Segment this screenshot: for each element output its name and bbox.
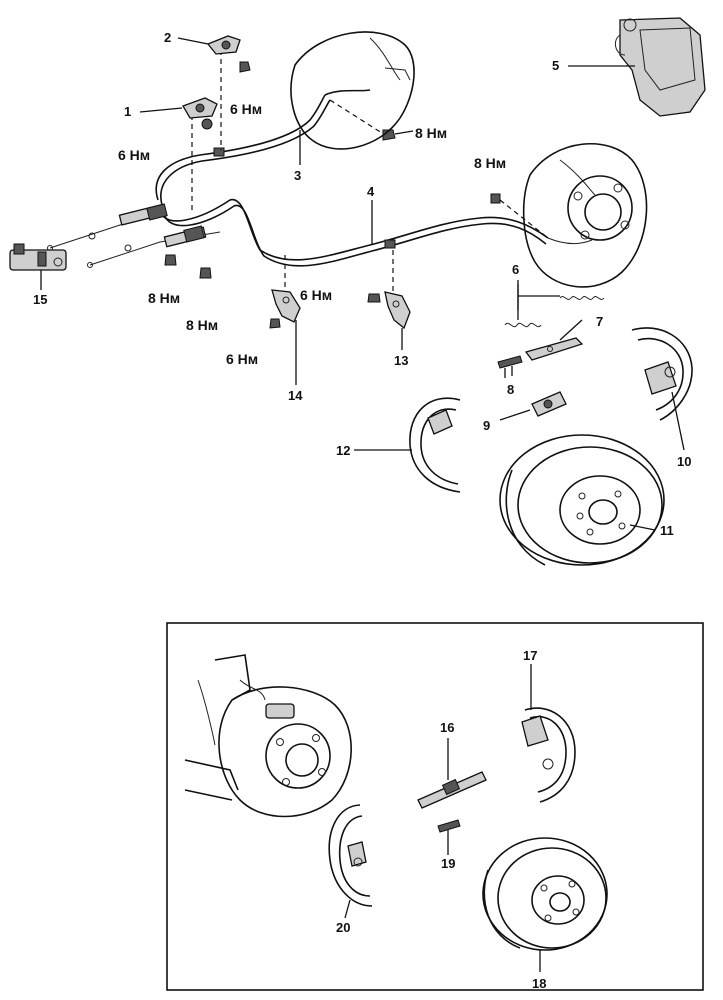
torque-label: 6 Нм xyxy=(300,287,332,303)
torque-labels: 6 Нм 6 Нм 8 Нм 8 Нм 8 Нм 8 Нм 6 Нм 6 Нм xyxy=(118,101,506,367)
assembly-dashed-lines xyxy=(191,50,549,295)
callout-11: 11 xyxy=(660,523,674,538)
callout-10: 10 xyxy=(677,454,691,469)
callout-8: 8 xyxy=(507,382,514,397)
torque-label: 6 Нм xyxy=(226,351,258,367)
callout-14: 14 xyxy=(288,388,303,403)
part-2-clamp xyxy=(206,35,241,55)
leader-lines xyxy=(40,37,685,972)
callout-5: 5 xyxy=(552,58,559,73)
part-10-brake-shoe xyxy=(631,327,693,421)
part-7-strut xyxy=(524,337,584,361)
part-6-springs xyxy=(504,284,605,328)
callout-12: 12 xyxy=(336,443,350,458)
callout-9: 9 xyxy=(483,418,490,433)
part-14-bracket xyxy=(271,289,301,323)
part-11-brake-disc xyxy=(499,434,665,566)
torque-label: 8 Нм xyxy=(186,317,218,333)
part-8-pin xyxy=(497,355,523,378)
callout-2: 2 xyxy=(164,30,171,45)
parking-brake-cables xyxy=(47,89,549,268)
part-5-caliper xyxy=(614,17,706,117)
part-15-bracket xyxy=(9,243,67,271)
callout-numbers: 1 2 3 4 5 6 7 8 9 10 11 12 13 14 15 16 1… xyxy=(33,30,691,991)
callout-18: 18 xyxy=(532,976,546,991)
callout-7: 7 xyxy=(596,314,603,329)
callout-15: 15 xyxy=(33,292,47,307)
part-3-backing-plate xyxy=(290,31,415,150)
callout-3: 3 xyxy=(294,168,301,183)
drum-brake-inset xyxy=(166,622,704,991)
callout-20: 20 xyxy=(336,920,350,935)
callout-13: 13 xyxy=(394,353,408,368)
part-9-adjuster xyxy=(531,391,567,417)
torque-label: 8 Нм xyxy=(415,125,447,141)
callout-6: 6 xyxy=(512,262,519,277)
callout-4: 4 xyxy=(367,184,375,199)
callout-19: 19 xyxy=(441,856,455,871)
callout-16: 16 xyxy=(440,720,454,735)
torque-label: 6 Нм xyxy=(230,101,262,117)
torque-label: 6 Нм xyxy=(118,147,150,163)
callout-1: 1 xyxy=(124,104,131,119)
torque-label: 8 Нм xyxy=(474,155,506,171)
callout-17: 17 xyxy=(523,648,537,663)
rear-hub-assembly xyxy=(522,142,648,288)
part-1-clamp xyxy=(182,97,218,119)
part-13-bracket xyxy=(384,291,411,330)
torque-label: 8 Нм xyxy=(148,290,180,306)
part-12-brake-shoe xyxy=(409,397,461,493)
